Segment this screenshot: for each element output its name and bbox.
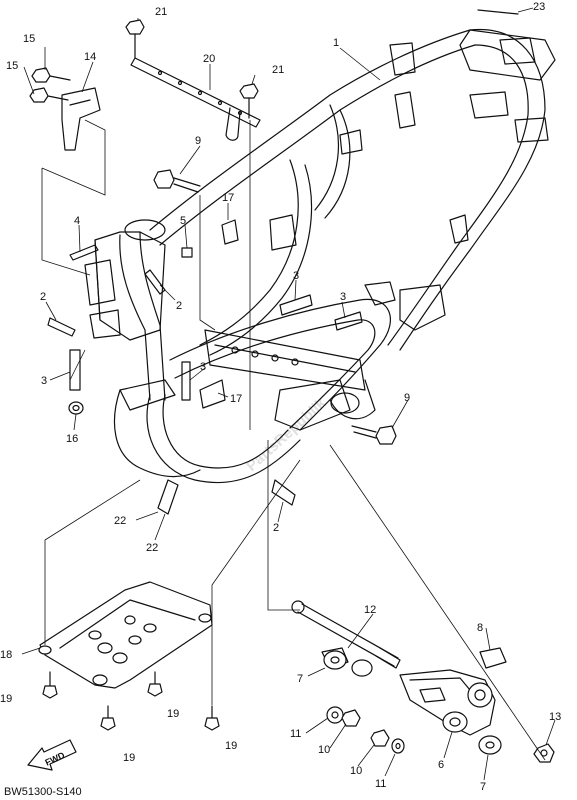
- diagram-code: BW51300-S140: [4, 786, 82, 798]
- bolt-9-upper: [153, 169, 201, 193]
- bolt-21-top: [125, 19, 145, 59]
- bolt-19-d: [204, 705, 220, 731]
- bushing-7-upper: [321, 647, 349, 670]
- callout-21: 21: [272, 64, 284, 76]
- fwd-arrow: FWD: [27, 739, 77, 771]
- guide-lines: [41, 119, 546, 761]
- nut-5: [181, 247, 193, 258]
- band-22: [157, 479, 179, 515]
- nut-13: [533, 743, 555, 763]
- callout-19: 19: [123, 752, 135, 764]
- nut-10-upper: [341, 709, 361, 727]
- callout-3: 3: [340, 291, 346, 303]
- callout-1: 1: [333, 37, 339, 49]
- bolt-15-lower: [29, 87, 69, 103]
- callout-20: 20: [203, 53, 215, 65]
- callout-11: 11: [290, 728, 301, 740]
- clip-2-c: [271, 479, 296, 506]
- callout-19: 19: [225, 740, 237, 752]
- callout-labels: 1 2 2 2 3 3 3 3 4 5 6 7 7 8 9 9 10 10 11…: [0, 1, 561, 793]
- callout-3: 3: [293, 270, 299, 282]
- washer-11-lower: [391, 738, 405, 754]
- callout-23: 23: [533, 1, 545, 13]
- callout-7: 7: [297, 673, 303, 685]
- callout-12: 12: [364, 604, 376, 616]
- callout-4: 4: [74, 215, 80, 227]
- pad-3-c: [69, 349, 81, 391]
- callout-22: 22: [146, 542, 158, 554]
- callout-2: 2: [273, 522, 279, 534]
- callout-15: 15: [6, 60, 18, 72]
- callout-17: 17: [222, 192, 234, 204]
- callout-22: 22: [114, 515, 126, 527]
- callout-10: 10: [318, 744, 330, 756]
- grommet-16: [68, 401, 84, 415]
- callout-14: 14: [84, 51, 96, 63]
- callout-6: 6: [438, 759, 444, 771]
- callout-18: 18: [0, 649, 12, 661]
- callout-19: 19: [167, 708, 179, 720]
- bolt-19-a: [42, 671, 58, 699]
- pad-3-a: [279, 294, 313, 316]
- engine-bracket-18: [38, 581, 213, 689]
- bolt-21-right: [239, 83, 259, 119]
- clip-2-b: [144, 269, 166, 295]
- stay-bracket: [130, 57, 261, 141]
- bolt-19-c: [100, 705, 116, 731]
- callout-11: 11: [375, 778, 386, 790]
- engine-mount-6: [399, 669, 496, 736]
- pad-3-b: [334, 311, 363, 331]
- callout-10: 10: [350, 765, 362, 777]
- callout-3: 3: [41, 375, 47, 387]
- bolt-19-b: [147, 671, 163, 697]
- cover-8: [479, 647, 507, 669]
- callout-3: 3: [200, 361, 206, 373]
- callout-8: 8: [477, 622, 483, 634]
- callout-2: 2: [176, 300, 182, 312]
- callout-2: 2: [40, 291, 46, 303]
- bushing-7-lower: [478, 735, 502, 755]
- clip-4: [69, 244, 99, 261]
- nut-10-lower: [370, 729, 390, 747]
- pivot-shaft-12: [291, 600, 401, 669]
- callout-19: 19: [0, 693, 12, 705]
- watermark: PartsRepublik: [243, 394, 330, 475]
- callout-15: 15: [23, 33, 35, 45]
- collar-upper: [351, 659, 373, 677]
- label-17-b: [199, 379, 226, 409]
- collar-11-upper: [326, 706, 344, 724]
- callout-21: 21: [155, 6, 167, 18]
- bolt-15-upper: [31, 67, 71, 83]
- bolt-9-lower: [351, 425, 397, 445]
- callout-13: 13: [549, 711, 561, 723]
- callout-5: 5: [180, 215, 186, 227]
- pad-3-d: [181, 361, 191, 401]
- label-17-a: [221, 219, 239, 245]
- callout-17: 17: [230, 393, 242, 405]
- callout-9: 9: [195, 135, 201, 147]
- leader-lines: [21, 7, 556, 781]
- callout-7: 7: [480, 781, 486, 793]
- clip-2-a: [47, 317, 76, 337]
- part-23: [477, 9, 519, 15]
- bracket-14: [61, 87, 101, 151]
- callout-16: 16: [66, 433, 78, 445]
- main-frame: [84, 28, 556, 484]
- callout-9: 9: [404, 392, 410, 404]
